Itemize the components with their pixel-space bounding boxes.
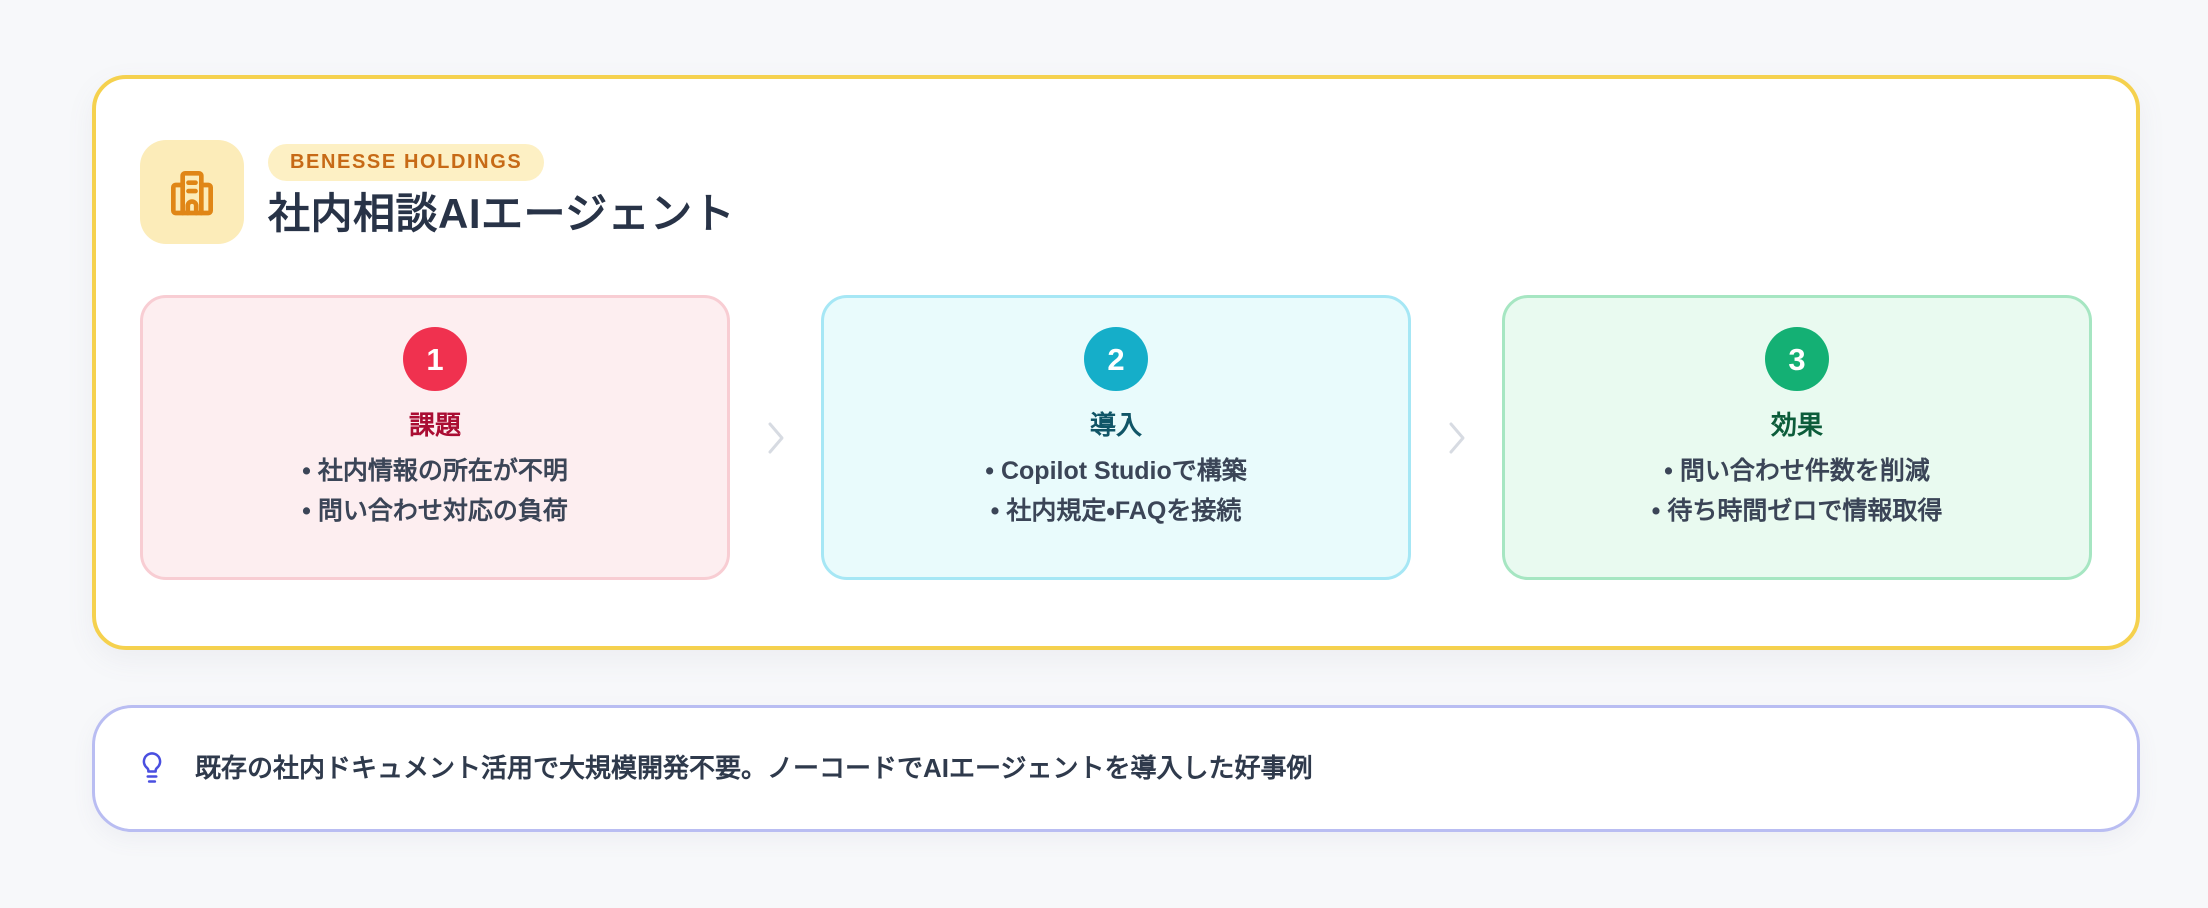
chevron-right-icon-1 xyxy=(730,295,821,580)
insight-bar: 既存の社内ドキュメント活用で大規模開発不要。ノーコードでAIエージェントを導入し… xyxy=(92,705,2140,832)
office-building-icon xyxy=(140,140,244,244)
step-bullets-3: 問い合わせ件数を削減 待ち時間ゼロで情報取得 xyxy=(1652,455,1942,529)
lightbulb-icon xyxy=(142,751,162,783)
step-bullets-1: 社内情報の所在が不明 問い合わせ対応の負荷 xyxy=(302,455,568,529)
list-item: 問い合わせ件数を削減 xyxy=(1664,455,1930,489)
case-card: BENESSE HOLDINGS 社内相談AIエージェント 1 課題 社内情報の… xyxy=(92,75,2140,650)
step-bullets-2: Copilot Studioで構築 社内規定・FAQを接続 xyxy=(985,455,1247,529)
step-label-3: 効果 xyxy=(1770,410,1823,440)
case-header: BENESSE HOLDINGS 社内相談AIエージェント xyxy=(140,136,735,244)
step-label-2: 導入 xyxy=(1089,410,1142,440)
list-item: 問い合わせ対応の負荷 xyxy=(302,495,568,529)
chevron-right-icon-2 xyxy=(1411,295,1502,580)
step-number-badge-2: 2 xyxy=(1084,327,1148,391)
step-label-1: 課題 xyxy=(408,410,461,440)
step-card-3: 3 効果 問い合わせ件数を削減 待ち時間ゼロで情報取得 xyxy=(1502,295,2092,580)
insight-text: 既存の社内ドキュメント活用で大規模開発不要。ノーコードでAIエージェントを導入し… xyxy=(195,752,1313,783)
case-header-text: BENESSE HOLDINGS 社内相談AIエージェント xyxy=(268,136,735,238)
step-number-badge-3: 3 xyxy=(1765,327,1829,391)
step-card-2: 2 導入 Copilot Studioで構築 社内規定・FAQを接続 xyxy=(821,295,1411,580)
list-item: 待ち時間ゼロで情報取得 xyxy=(1652,495,1942,529)
list-item: 社内情報の所在が不明 xyxy=(302,455,568,489)
org-badge: BENESSE HOLDINGS xyxy=(268,144,545,181)
list-item: Copilot Studioで構築 xyxy=(985,455,1247,489)
step-card-1: 1 課題 社内情報の所在が不明 問い合わせ対応の負荷 xyxy=(140,295,730,580)
steps-row: 1 課題 社内情報の所在が不明 問い合わせ対応の負荷 2 導入 Copilot … xyxy=(140,295,2092,580)
list-item: 社内規定・FAQを接続 xyxy=(991,495,1241,529)
page-title: 社内相談AIエージェント xyxy=(268,190,736,237)
step-number-badge-1: 1 xyxy=(403,327,467,391)
